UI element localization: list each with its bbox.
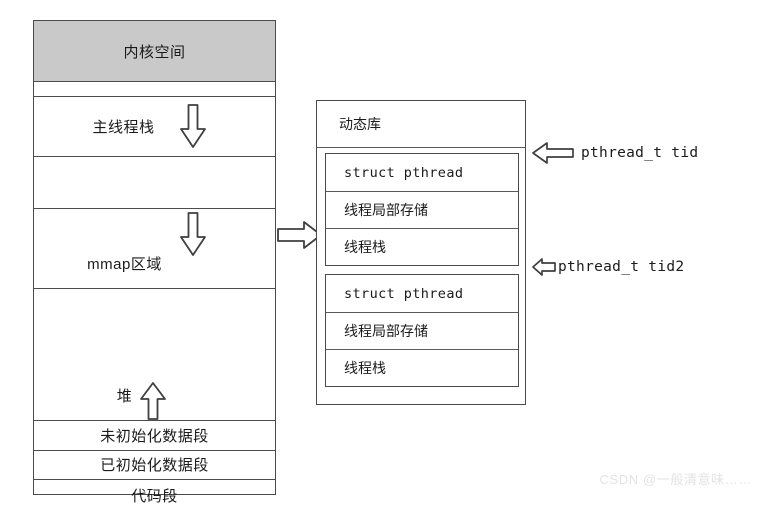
watermark-text: CSDN @一般清意味…… xyxy=(599,472,752,487)
library-divider xyxy=(317,147,525,148)
callout-pthread-tid2: pthread_t tid2 xyxy=(531,257,684,277)
memory-row-data-segment: 已初始化数据段 xyxy=(34,450,275,479)
down-arrow-icon xyxy=(179,103,207,149)
thread-block-row-thread-stack: 线程栈 xyxy=(326,228,518,265)
memory-divider xyxy=(34,420,275,421)
memory-divider xyxy=(34,288,275,289)
memory-divider xyxy=(34,208,275,209)
callout-label: pthread_t tid xyxy=(581,145,699,161)
memory-row-heap: 堆 xyxy=(34,288,275,420)
dynamic-library-box: 动态库 struct pthread 线程局部存储 线程栈 struct pth… xyxy=(316,100,526,405)
memory-row-main-thread-stack: 主线程栈 xyxy=(34,96,275,156)
memory-row-gap-top xyxy=(34,81,275,96)
thread-block-row-thread-stack: 线程栈 xyxy=(326,349,518,386)
callout-label: pthread_t tid2 xyxy=(558,259,685,275)
memory-row-label: 已初始化数据段 xyxy=(100,457,209,474)
memory-row-label: 未初始化数据段 xyxy=(100,427,209,445)
dynamic-library-title: 动态库 xyxy=(339,116,381,132)
diagram-canvas: 内核空间 主线程栈 mmap区域 xyxy=(33,20,752,505)
memory-divider xyxy=(34,96,275,97)
memory-row-mmap-region: mmap区域 xyxy=(34,208,275,288)
down-arrow-icon xyxy=(179,211,207,257)
left-arrow-icon xyxy=(531,141,575,165)
left-arrow-icon xyxy=(531,257,557,277)
memory-divider xyxy=(34,479,275,480)
memory-row-text-segment: 代码段 xyxy=(34,479,275,512)
process-memory-layout-box: 内核空间 主线程栈 mmap区域 xyxy=(33,20,276,505)
memory-row-kernel-space: 内核空间 xyxy=(34,21,275,81)
memory-row-label: mmap区域 xyxy=(87,255,162,273)
thread-block-row-thread-local-storage: 线程局部存储 xyxy=(326,191,518,228)
right-arrow-icon xyxy=(276,219,323,251)
thread-block-2: struct pthread 线程局部存储 线程栈 xyxy=(325,274,519,387)
memory-divider xyxy=(34,156,275,157)
memory-row-label: 主线程栈 xyxy=(92,118,155,136)
memory-row-bss-segment: 未初始化数据段 xyxy=(34,420,275,450)
memory-row-label: 堆 xyxy=(116,387,133,405)
memory-divider xyxy=(34,81,275,82)
memory-divider xyxy=(34,450,275,451)
memory-row-label: 代码段 xyxy=(131,488,178,505)
memory-row-label: 内核空间 xyxy=(123,43,186,61)
thread-block-row-struct-pthread: struct pthread xyxy=(344,164,464,181)
thread-block-row-struct-pthread: struct pthread xyxy=(344,285,464,302)
callout-pthread-tid: pthread_t tid xyxy=(531,141,698,165)
thread-block-row-thread-local-storage: 线程局部存储 xyxy=(326,312,518,349)
thread-block-1: struct pthread 线程局部存储 线程栈 xyxy=(325,153,519,266)
memory-row-gap-middle xyxy=(34,156,275,208)
up-arrow-icon xyxy=(139,381,167,421)
